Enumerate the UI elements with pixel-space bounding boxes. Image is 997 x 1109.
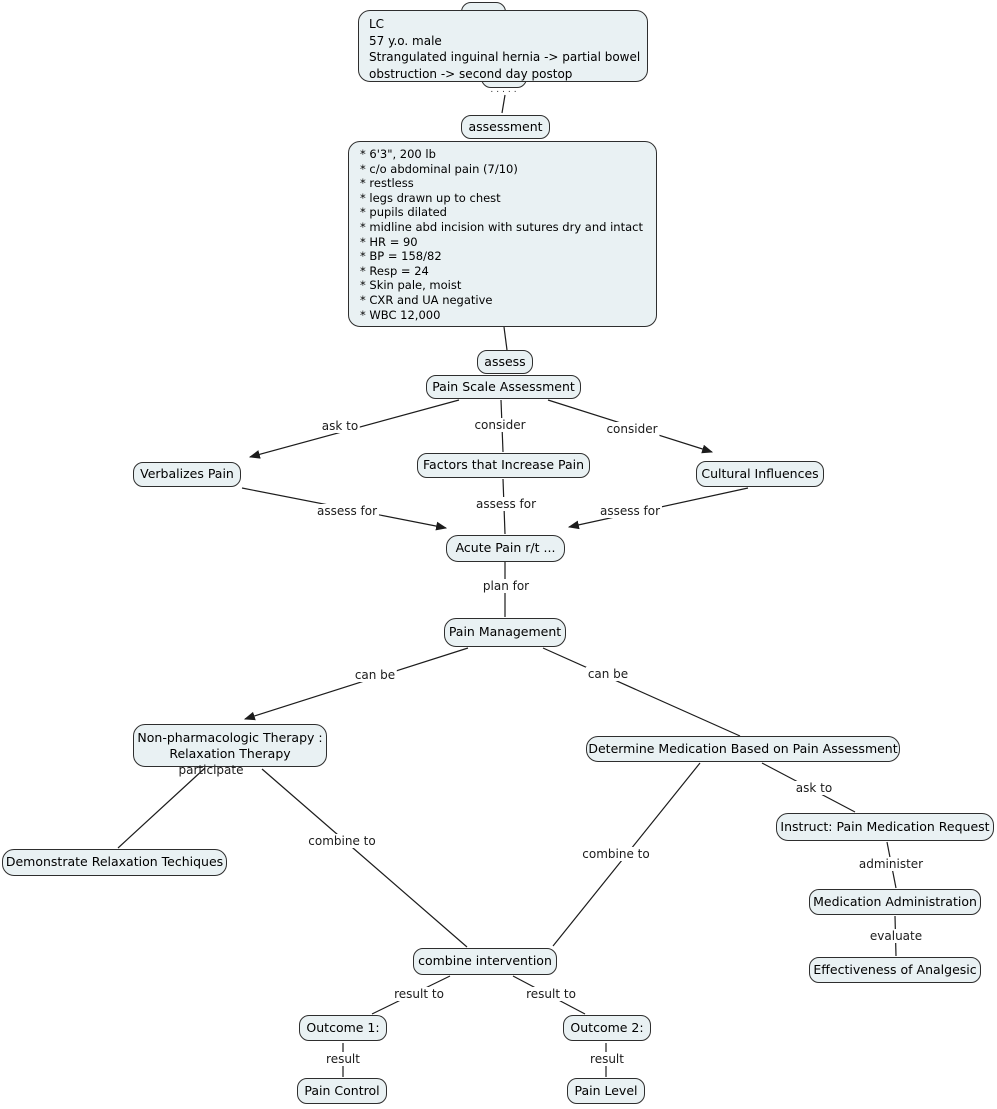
finding-line: * legs drawn up to chest — [360, 190, 501, 205]
pain-control-node[interactable]: Pain Control — [297, 1078, 387, 1104]
non-pharmacologic-therapy-node[interactable]: Non-pharmacologic Therapy : Relaxation T… — [133, 724, 327, 767]
combine-intervention-node[interactable]: combine intervention — [413, 948, 557, 975]
link-label-can-be-2[interactable]: can be — [585, 667, 631, 681]
link-label-plan-for[interactable]: plan for — [480, 579, 532, 593]
edge-nonpharm-to-demonstrate — [117, 767, 206, 849]
link-label-assess-for-1[interactable]: assess for — [314, 504, 380, 518]
assess-node[interactable]: assess — [477, 350, 533, 374]
link-label-result-to-2[interactable]: result to — [524, 987, 578, 1001]
acute-pain-node[interactable]: Acute Pain r/t ... — [446, 535, 565, 562]
link-label-participate[interactable]: participate — [178, 763, 244, 777]
non-pharmacologic-therapy-line: Non-pharmacologic Therapy : — [137, 729, 323, 745]
finding-line: * Skin pale, moist — [360, 278, 462, 293]
finding-line: * midline abd incision with sutures dry … — [360, 219, 643, 234]
link-label-combine-to-1[interactable]: combine to — [306, 834, 378, 848]
hidden-link-label[interactable]: ..... — [490, 85, 520, 95]
effectiveness-analgesic-node[interactable]: Effectiveness of Analgesic — [809, 957, 981, 983]
edge-nonpharm-to-combine — [261, 768, 468, 948]
link-label-assess-for-2[interactable]: assess for — [473, 497, 539, 511]
edge-painmgmt-to-nonpharm — [243, 647, 469, 721]
patient-info-line: 57 y.o. male — [369, 33, 442, 48]
assessment-node[interactable]: assessment — [461, 115, 550, 139]
finding-line: * restless — [360, 176, 414, 191]
finding-line: * Resp = 24 — [360, 263, 429, 278]
demonstrate-relaxation-node[interactable]: Demonstrate Relaxation Techiques — [2, 849, 227, 876]
link-label-consider-1[interactable]: consider — [472, 418, 528, 432]
link-label-evaluate[interactable]: evaluate — [867, 929, 925, 943]
cultural-influences-node[interactable]: Cultural Influences — [696, 461, 824, 487]
patient-info-line: obstruction -> second day postop — [369, 66, 573, 81]
link-label-result-to-1[interactable]: result to — [392, 987, 446, 1001]
assessment-findings-node[interactable]: * 6'3", 200 lb * c/o abdominal pain (7/1… — [348, 141, 657, 327]
patient-info-line: Strangulated inguinal hernia -> partial … — [369, 50, 641, 64]
patient-info-line: LC — [369, 17, 385, 31]
pain-level-node[interactable]: Pain Level — [567, 1078, 645, 1104]
link-label-can-be-1[interactable]: can be — [352, 668, 398, 682]
pain-scale-assessment-node[interactable]: Pain Scale Assessment — [426, 375, 581, 399]
outcome-1-node[interactable]: Outcome 1: — [299, 1015, 387, 1041]
finding-line: * c/o abdominal pain (7/10) — [360, 161, 518, 176]
edge-findings-to-assess — [503, 326, 508, 351]
medication-administration-node[interactable]: Medication Administration — [809, 889, 981, 915]
determine-medication-node[interactable]: Determine Medication Based on Pain Asses… — [586, 736, 900, 762]
link-label-combine-to-2[interactable]: combine to — [580, 847, 652, 861]
patient-info-node[interactable]: LC 57 y.o. male Strangulated inguinal he… — [358, 10, 648, 82]
pain-management-node[interactable]: Pain Management — [444, 618, 566, 647]
non-pharmacologic-therapy-line: Relaxation Therapy — [169, 745, 291, 761]
link-label-administer[interactable]: administer — [856, 857, 926, 871]
link-label-consider-2[interactable]: consider — [604, 422, 660, 436]
link-label-result-2[interactable]: result — [588, 1052, 626, 1066]
finding-line: * BP = 158/82 — [360, 249, 442, 264]
link-label-assess-for-3[interactable]: assess for — [597, 504, 663, 518]
link-label-ask-to-1[interactable]: ask to — [319, 419, 361, 433]
edge-hidden-to-assessment — [501, 94, 506, 114]
finding-line: * 6'3", 200 lb — [360, 147, 436, 161]
verbalizes-pain-node[interactable]: Verbalizes Pain — [133, 462, 241, 487]
link-label-ask-to-2[interactable]: ask to — [793, 781, 835, 795]
outcome-2-node[interactable]: Outcome 2: — [563, 1015, 651, 1041]
link-label-result-1[interactable]: result — [324, 1052, 362, 1066]
edge-painmgmt-to-determine — [542, 647, 741, 737]
factors-increase-pain-node[interactable]: Factors that Increase Pain — [417, 453, 590, 478]
instruct-pain-medication-node[interactable]: Instruct: Pain Medication Request — [776, 813, 994, 841]
finding-line: * WBC 12,000 — [360, 307, 441, 322]
finding-line: * CXR and UA negative — [360, 292, 493, 307]
finding-line: * HR = 90 — [360, 234, 418, 249]
finding-line: * pupils dilated — [360, 205, 447, 220]
